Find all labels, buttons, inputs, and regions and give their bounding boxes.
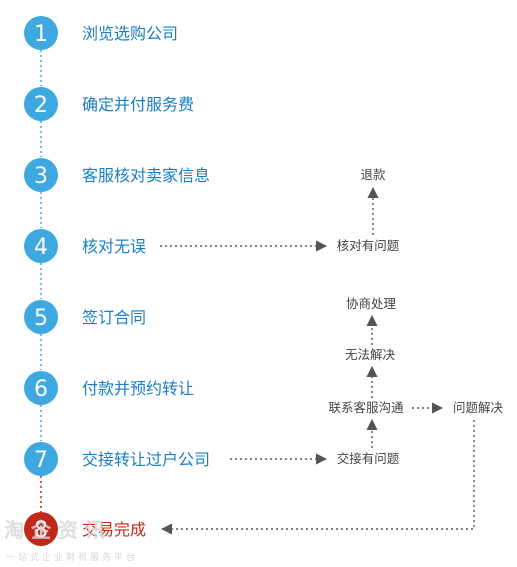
- refund-label: 退款: [360, 167, 386, 182]
- step-3: 3: [24, 158, 58, 192]
- issue-resolved-label: 问题解决: [453, 400, 504, 415]
- step-circle-4: [24, 229, 58, 263]
- step-number-8: 8: [34, 518, 48, 543]
- step-6: 6: [24, 371, 58, 405]
- contact-service-label: 联系客服沟通: [328, 400, 404, 415]
- step-1: 1: [24, 16, 58, 50]
- step-circles: 1 2 3 4 5 6 7 8: [24, 16, 58, 546]
- step-7: 7: [24, 442, 58, 476]
- arrow-resolved-to-complete: [160, 420, 475, 535]
- watermark-brand: 淘 企 资 讯: [4, 518, 105, 542]
- step-5: 5: [24, 300, 58, 334]
- step-number-4: 4: [34, 235, 48, 260]
- step-label-1: 浏览选购公司: [82, 24, 178, 43]
- step-number-1: 1: [34, 22, 48, 47]
- step-label-2: 确定并付服务费: [82, 95, 194, 114]
- step-labels: 浏览选购公司 确定并付服务费 客服核对卖家信息 核对无误 签订合同 付款并预约转…: [82, 24, 210, 539]
- step-circle-6: [24, 371, 58, 405]
- step-8: 8: [24, 512, 58, 546]
- step-circle-2: [24, 87, 58, 121]
- step-label-4: 核对无误: [82, 237, 146, 256]
- step-label-3: 客服核对卖家信息: [82, 166, 210, 185]
- step-4: 4: [24, 229, 58, 263]
- watermark-slogan: 一站式企业财税服务平台: [6, 551, 138, 563]
- step-number-5: 5: [34, 306, 48, 331]
- step-number-3: 3: [34, 164, 48, 189]
- step-label-6: 付款并预约转让: [82, 379, 194, 398]
- handover-issue-label: 交接有问题: [337, 451, 400, 466]
- watermark: 淘 企 资 讯 一站式企业财税服务平台: [4, 518, 138, 563]
- step-label-7: 交接转让过户公司: [82, 450, 210, 469]
- step-label-8: 交易完成: [82, 520, 146, 539]
- step-2: 2: [24, 87, 58, 121]
- step-number-2: 2: [34, 93, 48, 118]
- negotiate-label: 协商处理: [346, 296, 397, 311]
- step-label-5: 签订合同: [82, 308, 146, 327]
- step-circle-1: [24, 16, 58, 50]
- step-circle-7: [24, 442, 58, 476]
- step-number-6: 6: [34, 377, 48, 402]
- branch-arrows: [160, 186, 475, 535]
- step-circle-5: [24, 300, 58, 334]
- check-issue-label: 核对有问题: [337, 238, 400, 253]
- branch-labels: 退款 核对有问题 协商处理 无法解决 联系客服沟通 问题解决 交接有问题: [328, 167, 503, 466]
- step-circle-3: [24, 158, 58, 192]
- step-number-7: 7: [34, 448, 48, 473]
- unresolved-label: 无法解决: [345, 347, 396, 362]
- step-circle-8: [24, 512, 58, 546]
